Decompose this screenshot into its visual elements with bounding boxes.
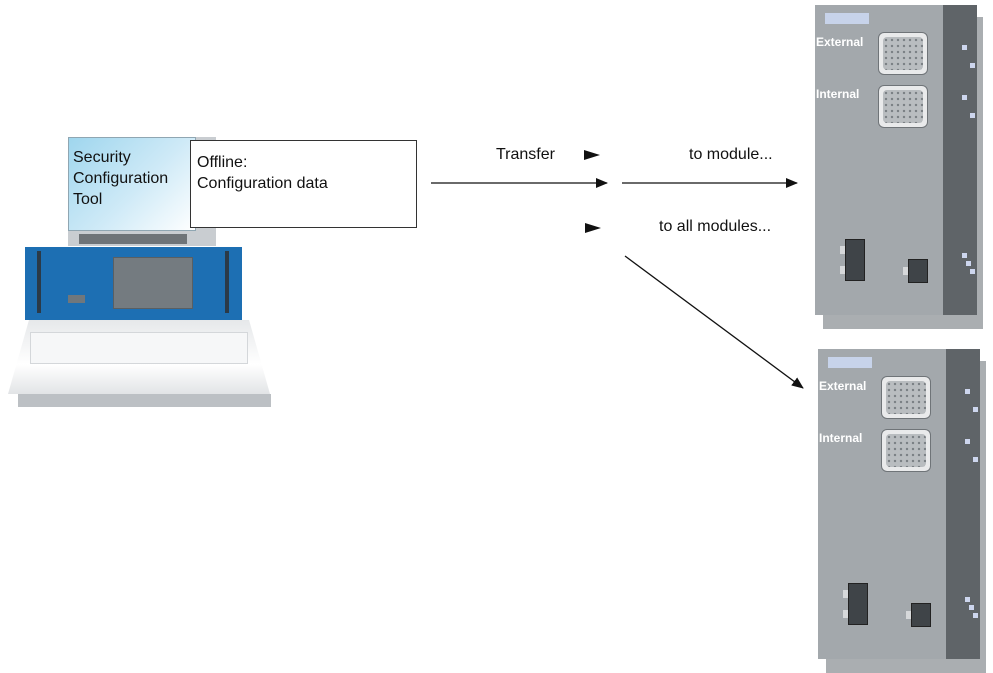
offline-config-callout: Offline: Configuration data: [190, 140, 417, 228]
status-led: [965, 597, 970, 602]
arrow-to-all-modules: [624, 255, 804, 389]
external-port: [881, 376, 931, 419]
laptop-panel: [113, 257, 193, 309]
port-grid: [886, 434, 926, 467]
callout-line-config-data: Configuration data: [197, 175, 328, 192]
status-led: [962, 253, 967, 258]
status-led: [973, 457, 978, 462]
module-badge: [825, 13, 869, 24]
signal-connector: [906, 603, 931, 627]
external-port-label: External: [819, 379, 867, 393]
power-connector: [843, 583, 868, 625]
status-led: [973, 407, 978, 412]
laptop-screen: [68, 137, 196, 231]
internal-port: [878, 85, 928, 128]
external-port: [878, 32, 928, 75]
laptop-screen-text: Security Configuration Tool: [73, 147, 198, 210]
laptop-post-right: [225, 251, 229, 313]
power-connector: [840, 239, 865, 281]
transfer-label: Transfer: [496, 146, 555, 163]
status-led: [965, 439, 970, 444]
status-led: [962, 95, 967, 100]
pointer-transfer-icon: [584, 150, 600, 160]
internal-port: [881, 429, 931, 472]
status-led: [969, 605, 974, 610]
status-led: [966, 261, 971, 266]
signal-connector: [903, 259, 928, 283]
screen-line-security: Security: [73, 149, 131, 166]
laptop-base: [25, 247, 242, 320]
callout-line-offline: Offline:: [197, 154, 248, 171]
laptop-shadow: [18, 394, 271, 407]
status-led: [970, 63, 975, 68]
port-grid: [883, 37, 923, 70]
laptop-indicator: [68, 295, 85, 303]
status-led: [970, 113, 975, 118]
port-grid: [883, 90, 923, 123]
module-side-panel: [946, 349, 980, 659]
external-port-label: External: [816, 35, 864, 49]
internal-port-label: Internal: [819, 431, 863, 445]
laptop-hinge: [79, 234, 187, 244]
status-led: [970, 269, 975, 274]
status-led: [962, 45, 967, 50]
internal-port-label: Internal: [816, 87, 860, 101]
laptop-post-left: [37, 251, 41, 313]
security-module-1: External Internal: [815, 5, 985, 329]
to-module-label: to module...: [689, 146, 773, 163]
screen-line-configuration: Configuration: [73, 170, 169, 187]
port-grid: [886, 381, 926, 414]
screen-line-tool: Tool: [73, 191, 103, 208]
to-all-modules-label: to all modules...: [659, 218, 772, 235]
status-led: [973, 613, 978, 618]
module-side-panel: [943, 5, 977, 315]
status-led: [965, 389, 970, 394]
module-badge: [828, 357, 872, 368]
laptop-keyboard: [30, 332, 248, 364]
pointer-all-modules-icon: [585, 223, 601, 233]
security-module-2: External Internal: [818, 349, 988, 673]
